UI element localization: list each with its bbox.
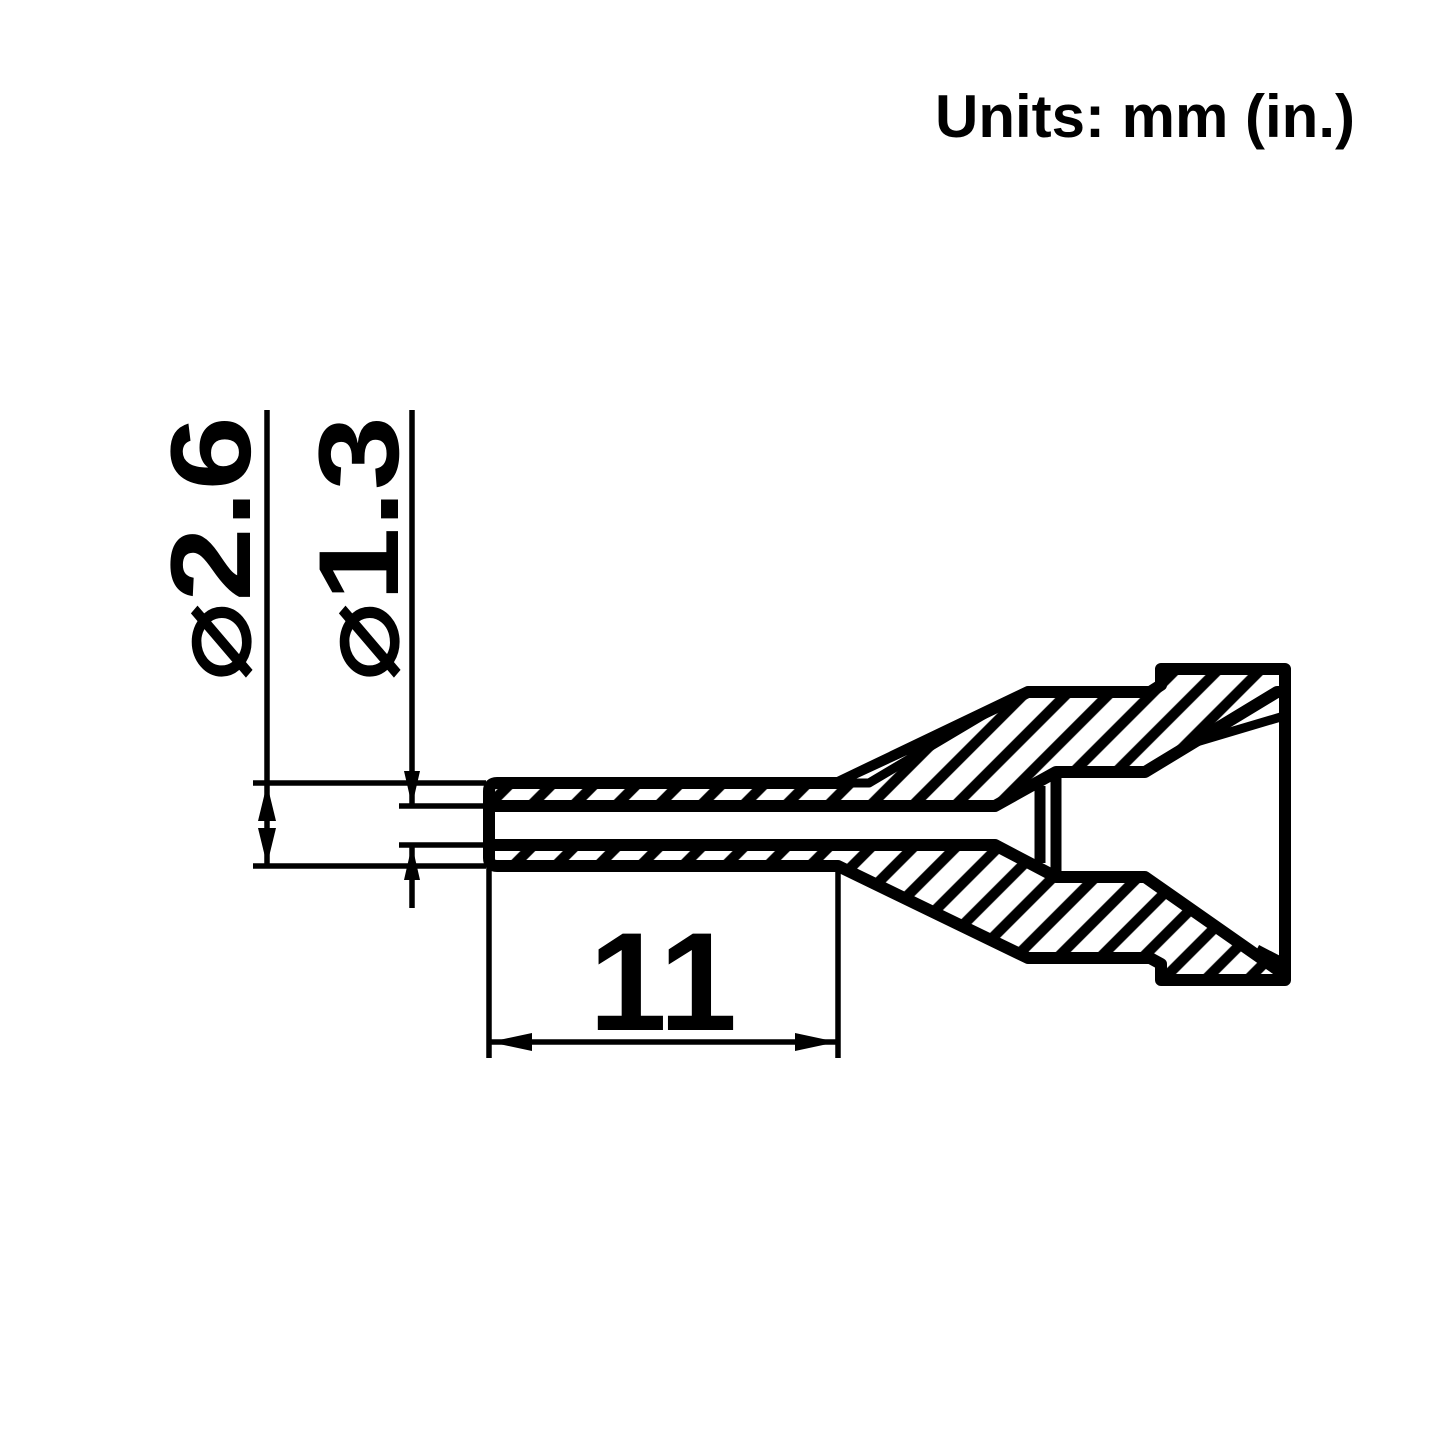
countersink-edge-top <box>1191 711 1286 748</box>
arrowhead-down <box>258 828 276 865</box>
dimension-outer-diameter <box>253 410 486 869</box>
nozzle-body-section <box>483 663 1291 986</box>
arrowhead-down <box>404 771 420 806</box>
dimension-length <box>486 866 841 1058</box>
units-note: Units: mm (in.) <box>935 83 1355 150</box>
arrowhead-right <box>795 1033 837 1051</box>
arrowhead-up <box>258 784 276 821</box>
dimension-length-label: 11 <box>589 903 737 1060</box>
nozzle-section <box>483 663 1291 986</box>
dimension-outer-diameter-label: ⌀2.6 <box>148 416 275 682</box>
arrowhead-left <box>490 1033 532 1051</box>
cone-transition-sliver <box>831 709 990 788</box>
dimension-inner-diameter-label: ⌀1.3 <box>296 416 423 682</box>
dimension-inner-diameter <box>399 410 486 908</box>
countersink-edge-bottom <box>1254 945 1287 967</box>
arrowhead-up <box>404 845 420 880</box>
